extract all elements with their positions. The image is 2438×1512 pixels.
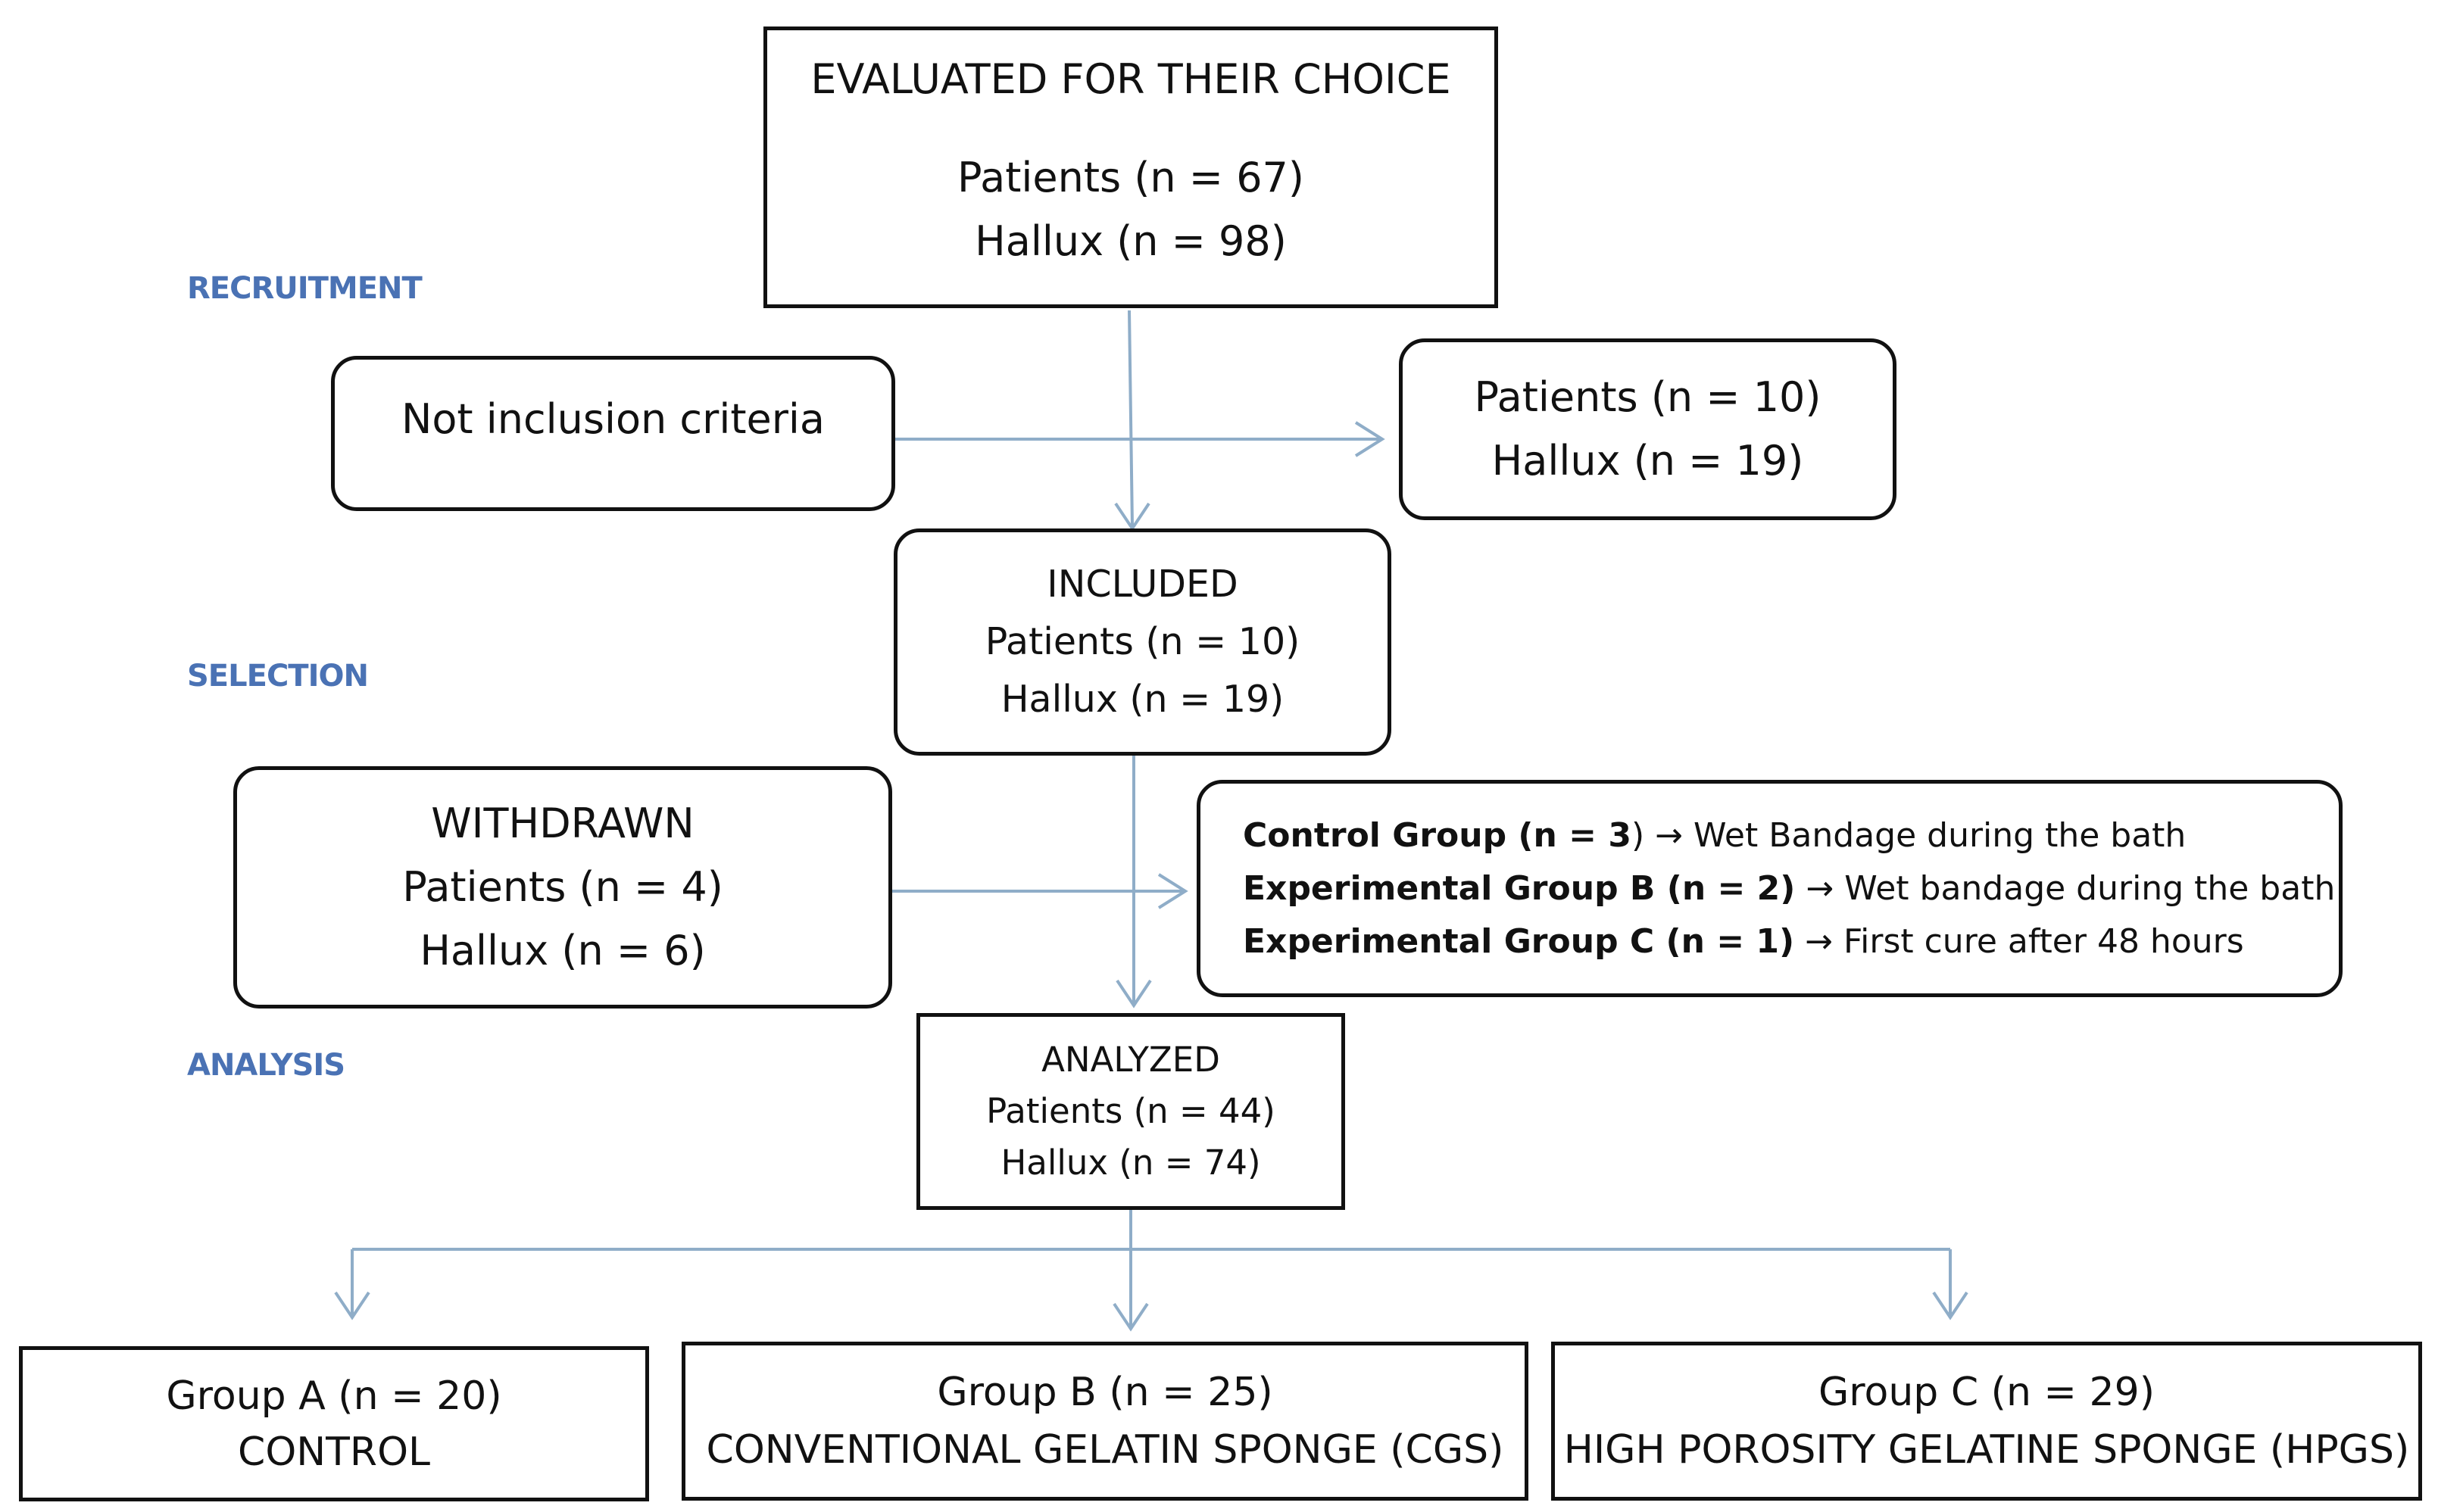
arrowhead-group-a — [334, 1291, 370, 1320]
group-b-box: Group B (n = 25) CONVENTIONAL GELATIN SP… — [682, 1342, 1528, 1501]
group-a-name: CONTROL — [238, 1429, 430, 1475]
included-box: INCLUDED Patients (n = 10) Hallux (n = 1… — [894, 528, 1391, 756]
withdrawn-reason-group-tail: ) — [1631, 815, 1645, 855]
withdrawn-patients: Patients (n = 4) — [402, 863, 723, 911]
withdrawn-hallux: Hallux (n = 6) — [420, 927, 706, 974]
withdrawn-reason-row: Experimental Group B (n = 2) → Wet banda… — [1243, 867, 2335, 911]
withdrawn-reason-text: First cure after 48 hours — [1843, 921, 2244, 961]
analyzed-hallux: Hallux (n = 74) — [1000, 1143, 1261, 1183]
arrowhead-group-b — [1113, 1302, 1149, 1332]
arrowhead-withdrawn-reasons — [1157, 873, 1188, 909]
analyzed-patients: Patients (n = 44) — [986, 1091, 1275, 1131]
withdrawn-reasons-box: Control Group (n = 3) → Wet Bandage duri… — [1197, 780, 2343, 997]
withdrawn-reason-group: Control Group (n = 3 — [1243, 815, 1631, 855]
arrow-evaluated-to-included — [1128, 310, 1134, 527]
group-b-title: Group B (n = 25) — [937, 1370, 1273, 1415]
stage-label-analysis: ANALYSIS — [187, 1048, 345, 1083]
analyzed-title: ANALYZED — [1041, 1040, 1220, 1080]
arrowhead-analyzed — [1116, 979, 1152, 1009]
stage-label-selection: SELECTION — [187, 659, 369, 694]
withdrawn-reason-group: Experimental Group B (n = 2) — [1243, 868, 1796, 908]
included-hallux: Hallux (n = 19) — [1000, 678, 1285, 721]
evaluated-box: EVALUATED FOR THEIR CHOICE Patients (n =… — [763, 26, 1498, 308]
excluded-patients: Patients (n = 10) — [1474, 373, 1821, 421]
withdrawn-title: WITHDRAWN — [431, 800, 695, 847]
evaluated-title: EVALUATED FOR THEIR CHOICE — [810, 55, 1451, 103]
evaluated-patients: Patients (n = 67) — [957, 154, 1304, 201]
stage-label-recruitment: RECRUITMENT — [187, 271, 423, 306]
arrowhead-group-c — [1932, 1291, 1968, 1320]
right-arrow-icon: → — [1655, 815, 1683, 855]
arrowhead-excluded — [1354, 421, 1385, 457]
analyzed-box: ANALYZED Patients (n = 44) Hallux (n = 7… — [916, 1013, 1345, 1210]
right-arrow-icon: → — [1806, 868, 1834, 908]
group-a-box: Group A (n = 20) CONTROL — [19, 1346, 649, 1501]
excluded-hallux: Hallux (n = 19) — [1491, 437, 1804, 485]
withdrawn-reason-row: Experimental Group C (n = 1) → First cur… — [1243, 920, 2244, 964]
group-c-box: Group C (n = 29) HIGH POROSITY GELATINE … — [1551, 1342, 2422, 1501]
withdrawn-reason-text: Wet bandage during the bath — [1844, 868, 2336, 908]
included-patients: Patients (n = 10) — [985, 620, 1300, 663]
group-a-title: Group A (n = 20) — [166, 1373, 502, 1419]
excluded-box: Patients (n = 10) Hallux (n = 19) — [1399, 338, 1896, 520]
not-inclusion-box: Not inclusion criteria — [331, 356, 895, 511]
evaluated-hallux: Hallux (n = 98) — [975, 217, 1287, 265]
group-b-name: CONVENTIONAL GELATIN SPONGE (CGS) — [706, 1427, 1504, 1473]
withdrawn-reason-row: Control Group (n = 3) → Wet Bandage duri… — [1243, 814, 2186, 858]
right-arrow-icon: → — [1805, 921, 1834, 961]
group-c-name: HIGH POROSITY GELATINE SPONGE (HPGS) — [1563, 1427, 2410, 1473]
withdrawn-box: WITHDRAWN Patients (n = 4) Hallux (n = 6… — [233, 766, 892, 1009]
group-c-title: Group C (n = 29) — [1818, 1370, 2155, 1415]
included-title: INCLUDED — [1047, 563, 1238, 606]
withdrawn-reason-text: Wet Bandage during the bath — [1693, 815, 2187, 855]
withdrawn-reason-group: Experimental Group C (n = 1) — [1243, 921, 1795, 961]
not-inclusion-label: Not inclusion criteria — [401, 395, 826, 443]
